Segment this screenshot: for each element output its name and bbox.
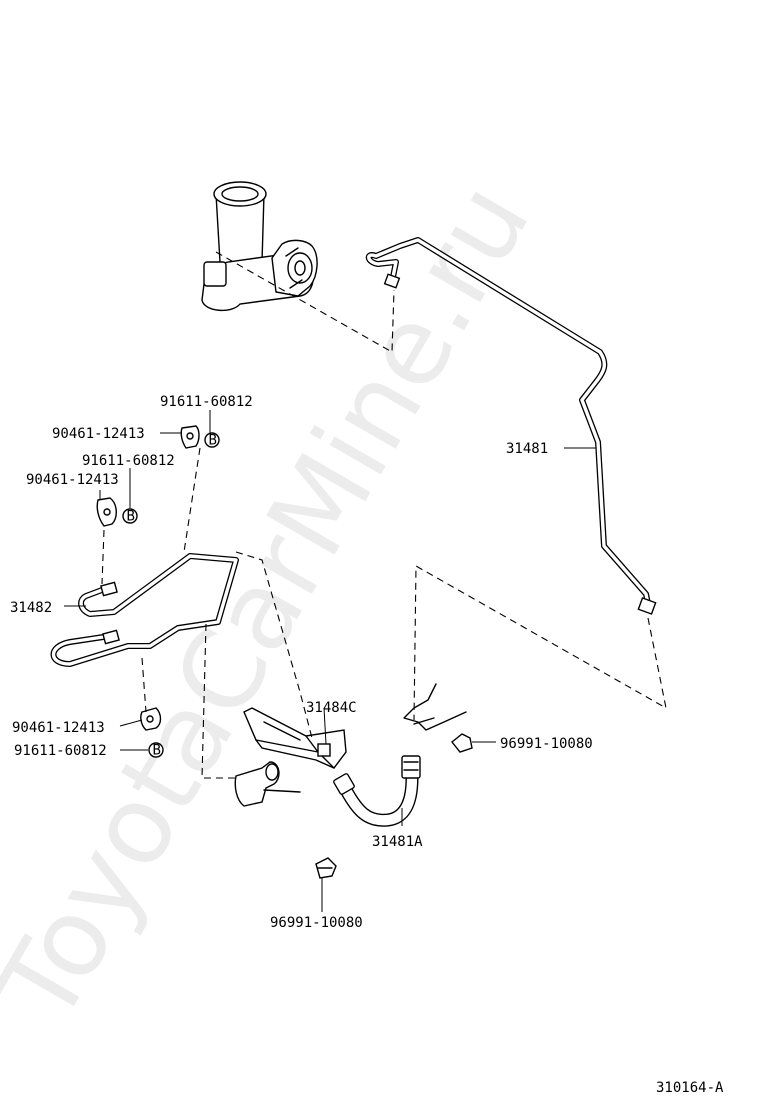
clutch-hose-31481a [333,755,421,827]
bolt-mid: B [122,508,138,525]
bolt-upper: B [204,432,220,449]
label-31482: 31482 [10,600,52,616]
label-31484c: 31484C [306,700,357,716]
label-clamp-lower: 90461-12413 [12,720,105,736]
clip-right [451,733,473,753]
bolt-marker-lower: B [153,743,161,759]
master-cylinder [201,181,318,311]
label-31481: 31481 [506,441,548,457]
clip-bottom [315,857,337,879]
clamp-upper [180,425,200,449]
dashed-connections [101,251,667,779]
label-clamp-upper: 90461-12413 [52,426,145,442]
clamp-mid [96,497,117,527]
bracket-31484c [243,707,347,769]
label-bolt-lower: 91611-60812 [14,743,107,759]
clutch-tube-31482 [50,553,239,667]
figure-id: 310164-A [656,1080,724,1096]
label-clip-bottom: 96991-10080 [270,915,363,931]
bolt-marker-upper: B [209,433,217,449]
part-labels: 31481 31482 31481A 31484C 96991-10080 96… [10,394,724,1096]
clamp-lower [140,707,162,731]
label-bolt-mid: 91611-60812 [82,453,175,469]
label-bolt-upper: 91611-60812 [160,394,253,410]
bolt-lower: B [148,742,164,759]
label-31481a: 31481A [372,834,423,850]
label-clamp-mid: 90461-12413 [26,472,119,488]
bolt-marker-mid: B [127,509,135,525]
leader-lines [64,410,596,912]
release-cylinder [234,761,301,807]
clutch-tube-31481 [365,237,657,615]
label-clip-right: 96991-10080 [500,736,593,752]
hose-mount-bracket [403,683,467,731]
